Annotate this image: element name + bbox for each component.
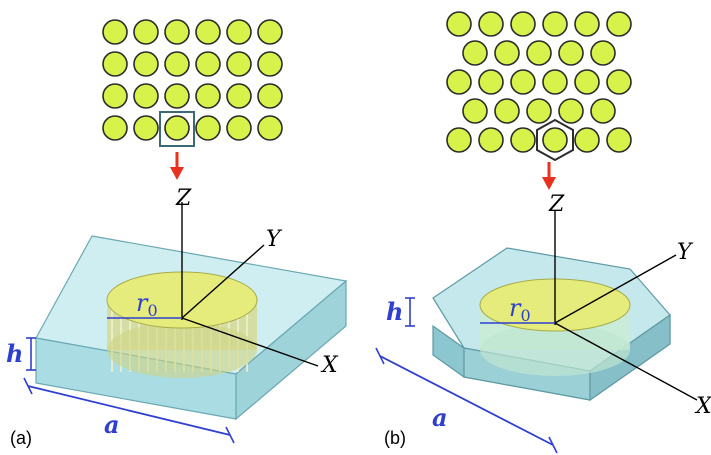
panel-b: Z Y X r0 h a (b) <box>375 11 711 454</box>
panel-a-caption: (a) <box>10 428 32 448</box>
lattice-rod <box>102 51 128 77</box>
lattice-rod <box>195 83 221 109</box>
lattice-rod <box>133 19 159 45</box>
lattice-rod <box>478 69 504 95</box>
lattice-rod <box>574 127 600 153</box>
lattice-rod <box>558 98 584 124</box>
lattice-rod <box>494 98 520 124</box>
lattice-rod <box>542 11 568 37</box>
period-label: a <box>104 410 120 439</box>
selection-arrow <box>542 162 556 190</box>
square-slab <box>35 235 348 421</box>
lattice-rod <box>510 69 536 95</box>
height-bracket <box>405 297 415 327</box>
lattice-rod <box>590 98 616 124</box>
lattice-rod <box>226 51 252 77</box>
lattice-rod <box>462 98 488 124</box>
lattice-rod <box>257 51 283 77</box>
lattice-rod <box>257 19 283 45</box>
height-label: h <box>386 297 403 326</box>
unit-cell-square-marker <box>159 111 195 147</box>
period-label: a <box>432 403 448 432</box>
hexagonal-lattice <box>446 11 632 153</box>
lattice-rod <box>446 127 472 153</box>
lattice-rod <box>462 40 488 66</box>
lattice-rod <box>102 115 128 141</box>
lattice-rod <box>494 40 520 66</box>
lattice-rod <box>446 11 472 37</box>
axis-z-label: Z <box>175 186 192 211</box>
lattice-rod <box>478 11 504 37</box>
lattice-rod <box>606 69 632 95</box>
axis-y-label: Y <box>266 227 283 252</box>
lattice-rod <box>526 40 552 66</box>
radius-label: r0 <box>136 289 158 320</box>
height-label: h <box>6 339 23 368</box>
lattice-rod <box>102 83 128 109</box>
lattice-rod <box>226 115 252 141</box>
lattice-rod <box>195 51 221 77</box>
lattice-rod <box>133 51 159 77</box>
square-lattice <box>102 19 283 141</box>
radius-label: r0 <box>509 294 531 325</box>
lattice-rod <box>164 19 190 45</box>
slab-right-face <box>235 279 347 421</box>
lattice-rod <box>226 83 252 109</box>
unit-cell-hexagon-marker <box>536 118 574 162</box>
axes <box>554 210 698 401</box>
lattice-rod <box>542 69 568 95</box>
lattice-rod <box>510 127 536 153</box>
lattice-rod <box>606 127 632 153</box>
lattice-rod <box>164 83 190 109</box>
panel-b-caption: (b) <box>384 428 406 448</box>
lattice-rod <box>195 115 221 141</box>
lattice-rod <box>574 11 600 37</box>
lattice-rod <box>164 51 190 77</box>
lattice-rod <box>133 115 159 141</box>
lattice-rod <box>102 19 128 45</box>
axis-z-label: Z <box>548 192 565 217</box>
lattice-rod <box>558 40 584 66</box>
axis-x-label: X <box>320 353 339 378</box>
lattice-rod <box>257 83 283 109</box>
selection-arrow <box>170 152 184 180</box>
lattice-rod <box>195 19 221 45</box>
lattice-rod <box>526 98 552 124</box>
lattice-rod <box>510 11 536 37</box>
axis-x-label: X <box>694 394 711 419</box>
hexagonal-slab <box>432 247 671 402</box>
lattice-rod <box>574 69 600 95</box>
period-dimension <box>379 355 554 446</box>
height-bracket <box>26 337 36 371</box>
axis-y-label: Y <box>677 240 694 265</box>
lattice-rod <box>590 40 616 66</box>
axes <box>181 202 319 367</box>
lattice-rod <box>478 127 504 153</box>
lattice-rod <box>542 127 568 153</box>
lattice-rod <box>606 11 632 37</box>
lattice-rod <box>446 69 472 95</box>
lattice-rod <box>257 115 283 141</box>
lattice-rod <box>133 83 159 109</box>
lattice-rod <box>164 115 190 141</box>
period-dimension <box>27 385 231 436</box>
lattice-rod <box>226 19 252 45</box>
panel-a: Z Y X r0 h a (a) <box>6 19 348 448</box>
